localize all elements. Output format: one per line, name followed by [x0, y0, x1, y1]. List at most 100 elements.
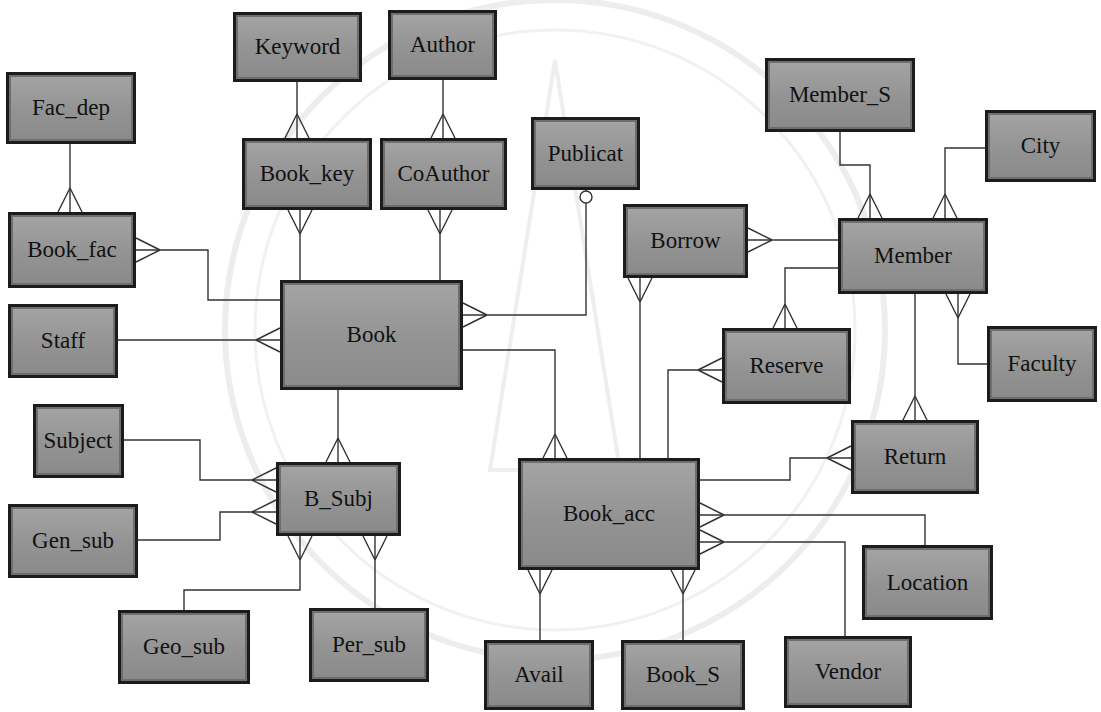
relationship-path [118, 339, 280, 340]
relationship-line [748, 228, 838, 252]
entity-name: Location [887, 570, 969, 596]
crow-foot [773, 304, 785, 328]
crow-foot [946, 294, 958, 318]
crow-foot [958, 294, 970, 318]
relationship-path [958, 294, 987, 364]
relationship-line [288, 210, 312, 280]
relationship-line [933, 148, 985, 218]
relationship-line [528, 570, 552, 640]
relationship-line [184, 536, 312, 610]
relationship-path [748, 239, 838, 240]
entity-box: Faculty [987, 326, 1097, 402]
crow-foot [683, 570, 695, 594]
relationship-path [136, 250, 280, 300]
entity-name: CoAuthor [398, 161, 490, 187]
entity-name: Reserve [749, 353, 823, 379]
entity-name: Member [874, 243, 952, 269]
entity-name: Keyword [255, 34, 341, 60]
optional-circle [580, 191, 592, 203]
entity-name: Book_fac [27, 237, 116, 263]
entity-name: Per_sub [332, 632, 406, 658]
crow-foot [628, 278, 640, 302]
crow-foot [256, 328, 280, 340]
crow-foot [428, 210, 440, 234]
relationship-line [700, 530, 845, 636]
entity-box: City [985, 110, 1096, 182]
entity-box: Book_fac [8, 212, 136, 288]
crow-foot [300, 536, 312, 560]
entity-name: Fac_dep [32, 95, 110, 121]
entity-box: Staff [8, 304, 118, 378]
entity-name: Return [884, 444, 947, 470]
crow-foot [785, 304, 797, 328]
relationship-line [431, 80, 455, 138]
relationship-path [374, 536, 375, 608]
crow-foot [288, 536, 300, 560]
entity-box: Per_sub [309, 608, 429, 682]
relationship-line [363, 536, 387, 608]
relationship-line [628, 278, 652, 458]
entity-box: Book_S [621, 640, 745, 710]
entity-name: Book_S [646, 662, 720, 688]
entity-box: Member_S [765, 58, 915, 132]
crow-foot [136, 238, 160, 250]
crow-foot [903, 396, 915, 420]
crow-foot [431, 114, 443, 138]
relationship-line [58, 144, 82, 212]
entity-name: Vendor [815, 659, 881, 685]
entity-name: Subject [44, 428, 113, 454]
crow-foot [543, 434, 555, 458]
crow-foot [288, 210, 300, 234]
entity-name: Geo_sub [143, 634, 225, 660]
relationship-path [668, 370, 722, 458]
crow-foot [698, 358, 722, 370]
relationship-line [428, 210, 452, 280]
entity-name: Faculty [1008, 351, 1077, 377]
crow-foot [933, 194, 945, 218]
crow-foot [375, 536, 387, 560]
crow-foot [748, 240, 772, 252]
entity-box: Return [851, 420, 979, 494]
crow-foot [252, 512, 276, 524]
relationship-path [700, 515, 925, 545]
crow-foot [252, 468, 276, 480]
entity-name: Member_S [789, 82, 891, 108]
entity-box: Publicat [531, 117, 640, 190]
crow-foot [285, 114, 297, 138]
relationship-line [840, 132, 882, 218]
crow-foot [70, 188, 82, 212]
relationship-line [700, 446, 851, 480]
entity-box: Book_key [242, 138, 372, 210]
entity-name: Author [410, 32, 475, 58]
entity-box: Book [280, 280, 463, 390]
entity-name: Book_key [260, 161, 355, 187]
crow-foot [338, 438, 350, 462]
entity-box: Gen_sub [8, 504, 138, 578]
crow-foot [463, 303, 487, 315]
entity-box: Vendor [784, 636, 912, 708]
entity-box: Fac_dep [6, 72, 136, 144]
entity-name: Avail [514, 662, 563, 688]
relationship-line [903, 294, 927, 420]
relationship-path [124, 440, 277, 480]
entity-name: Book_acc [563, 501, 655, 527]
relationship-line [946, 294, 987, 364]
entity-box: Subject [33, 404, 124, 478]
relationship-path [337, 390, 338, 462]
relationship-line [326, 390, 350, 462]
crow-foot [870, 194, 882, 218]
crow-foot [827, 446, 851, 458]
relationship-line [773, 268, 838, 328]
crow-foot [915, 396, 927, 420]
crow-foot [326, 438, 338, 462]
crow-foot [463, 315, 487, 327]
crow-foot [300, 210, 312, 234]
crow-foot [748, 228, 772, 240]
entity-name: Book [347, 322, 397, 348]
relationship-path [463, 350, 555, 458]
relationship-path [296, 82, 297, 138]
relationship-line [668, 358, 722, 458]
relationship-path [69, 144, 70, 212]
crow-foot [858, 194, 870, 218]
relationship-line [285, 82, 309, 138]
